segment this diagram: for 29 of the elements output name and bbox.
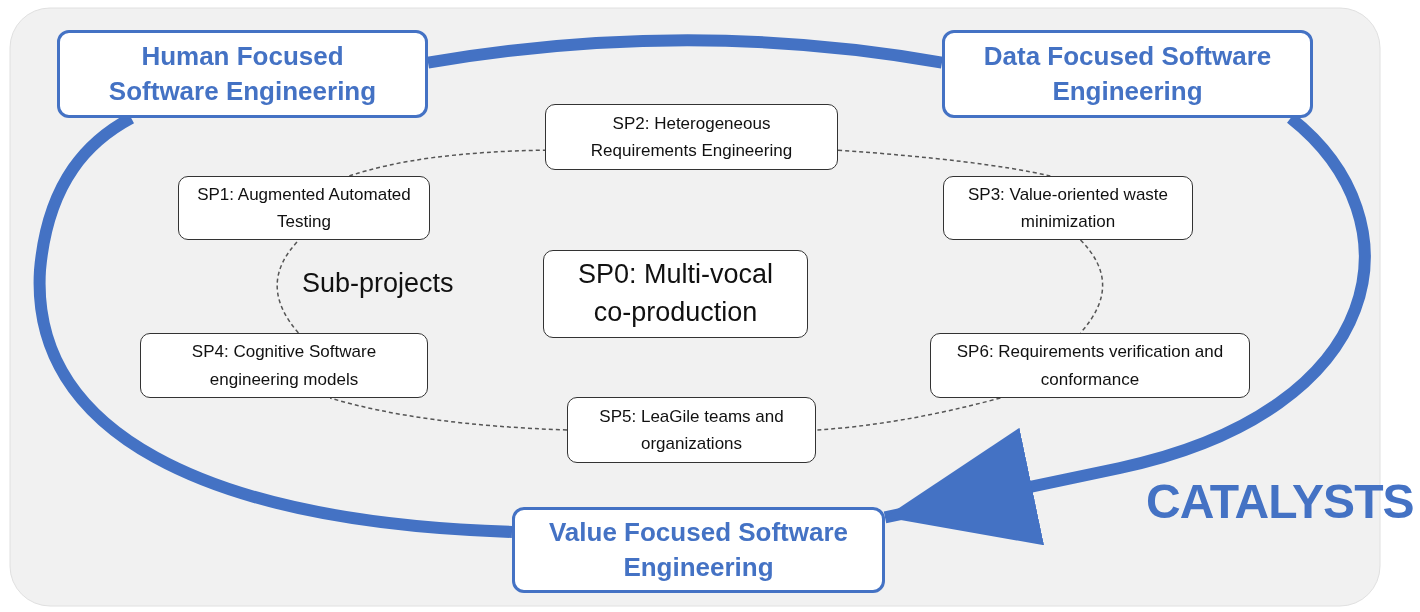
- dashed-connector: [837, 149, 1052, 177]
- subproject-box: [140, 333, 428, 398]
- group-label: Sub-projects: [302, 268, 454, 299]
- box-label: SP1: Augmented Automated Testing: [196, 183, 412, 233]
- box-label: Value Focused Software Engineering: [547, 515, 850, 584]
- subproject-box: [930, 333, 1250, 398]
- focus-box: [57, 30, 428, 118]
- box-label: Data Focused Software Engineering: [982, 39, 1273, 108]
- box-label: Human Focused Software Engineering: [107, 39, 378, 108]
- box-label: SP5: LeaGile teams and organizations: [598, 405, 785, 455]
- dashed-connector: [329, 397, 568, 431]
- box-label: SP6: Requirements verification and conformance: [955, 341, 1225, 391]
- subproject-box: [543, 250, 808, 338]
- dashed-connector: [815, 397, 1002, 431]
- dashed-connector: [1079, 239, 1104, 334]
- box-label: SP0: Multi-vocal co-production: [576, 258, 775, 329]
- dashed-connector: [276, 239, 300, 334]
- catalysts-label: CATALYSTS: [1146, 474, 1414, 529]
- subproject-box: [178, 176, 430, 240]
- box-label: SP4: Cognitive Software engineering models: [190, 341, 378, 391]
- box-label: SP3: Value-oriented waste minimization: [967, 183, 1169, 233]
- subproject-box: [567, 397, 816, 463]
- subproject-box: [545, 104, 838, 170]
- cycle-line: [427, 34, 943, 69]
- box-label: SP2: Heterogeneous Requirements Engineering: [589, 112, 794, 162]
- dashed-connector: [348, 149, 546, 177]
- focus-box: [512, 507, 885, 593]
- focus-box: [942, 30, 1313, 118]
- subproject-box: [943, 176, 1193, 240]
